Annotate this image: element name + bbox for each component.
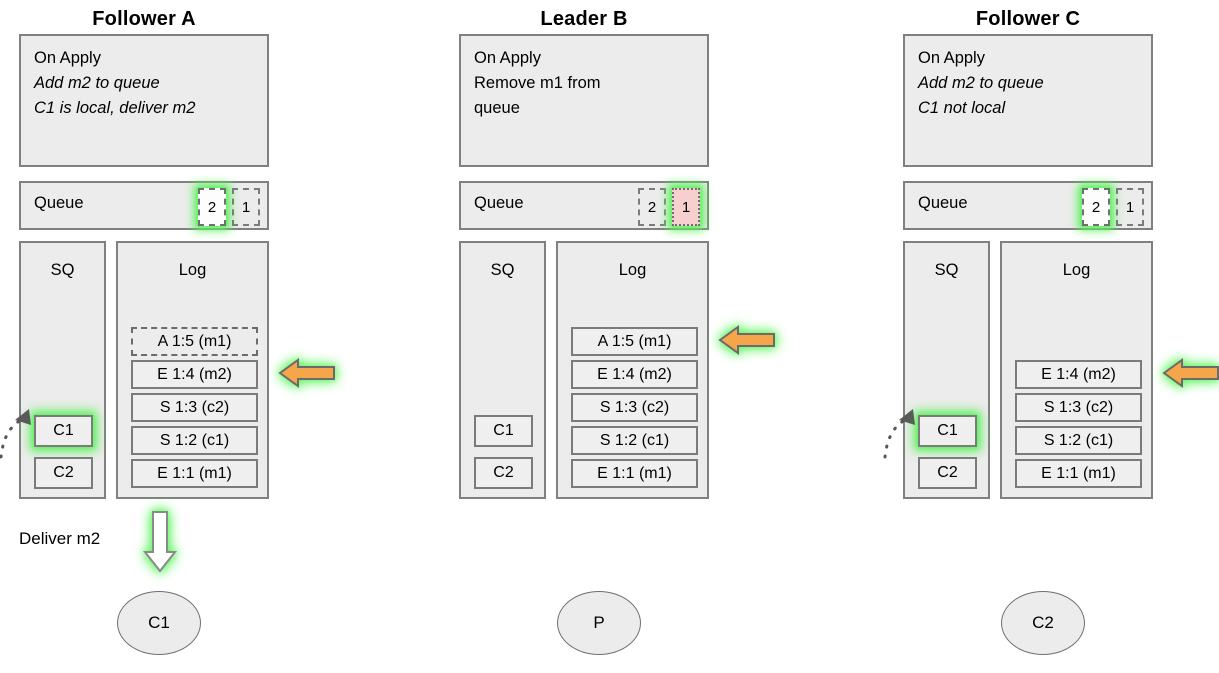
queue-slot[interactable]: 2 xyxy=(198,188,226,226)
down-arrow-green-glow-icon xyxy=(142,510,178,574)
log-entry[interactable]: S 1:3 (c2) xyxy=(571,393,698,422)
sq-item[interactable]: C1 xyxy=(918,415,977,447)
on-apply-line: C1 not local xyxy=(918,99,1006,117)
queue-slot[interactable]: 1 xyxy=(672,188,700,226)
client-node[interactable]: C1 xyxy=(117,591,201,655)
on-apply-line: On Apply xyxy=(34,49,101,67)
log-title: Log xyxy=(178,261,207,279)
log-entry[interactable]: S 1:2 (c1) xyxy=(571,426,698,455)
log-entry[interactable]: E 1:4 (m2) xyxy=(571,360,698,389)
queue-slot[interactable]: 2 xyxy=(1082,188,1110,226)
log-title: Log xyxy=(1062,261,1091,279)
client-node[interactable]: P xyxy=(557,591,641,655)
log-entry[interactable]: E 1:4 (m2) xyxy=(131,360,258,389)
log-entry[interactable]: E 1:1 (m1) xyxy=(571,459,698,488)
column-title: Leader B xyxy=(540,8,628,30)
log-entry[interactable]: S 1:2 (c1) xyxy=(131,426,258,455)
deliver-label: Deliver m2 xyxy=(19,529,101,548)
log-entry[interactable]: S 1:2 (c1) xyxy=(1015,426,1142,455)
column-title: Follower A xyxy=(92,8,196,30)
sq-item[interactable]: C2 xyxy=(474,457,533,489)
on-apply-line: Remove m1 from xyxy=(474,74,601,92)
dotted-pointer-icon xyxy=(0,399,45,461)
on-apply-line: queue xyxy=(474,99,520,117)
sq-item[interactable]: C2 xyxy=(34,457,93,489)
on-apply-line: C1 is local, deliver m2 xyxy=(34,99,196,117)
orange-left-arrow-icon xyxy=(277,356,337,390)
log-entry[interactable]: E 1:1 (m1) xyxy=(131,459,258,488)
sq-item[interactable]: C2 xyxy=(918,457,977,489)
client-node[interactable]: C2 xyxy=(1001,591,1085,655)
sq-item[interactable]: C1 xyxy=(474,415,533,447)
log-entry[interactable]: S 1:3 (c2) xyxy=(131,393,258,422)
orange-left-arrow-icon xyxy=(717,323,777,357)
sq-item[interactable]: C1 xyxy=(34,415,93,447)
queue-label: Queue xyxy=(918,194,968,212)
on-apply-line: Add m2 to queue xyxy=(918,74,1044,92)
on-apply-line: On Apply xyxy=(474,49,541,67)
on-apply-line: Add m2 to queue xyxy=(34,74,160,92)
queue-slot[interactable]: 2 xyxy=(638,188,666,226)
on-apply-line: On Apply xyxy=(918,49,985,67)
log-entry[interactable]: S 1:3 (c2) xyxy=(1015,393,1142,422)
log-panel: Log E 1:4 (m2) S 1:3 (c2) S 1:2 (c1) E 1:1 (… xyxy=(1000,241,1153,499)
queue-label: Queue xyxy=(474,194,524,212)
log-entry[interactable]: A 1:5 (m1) xyxy=(571,327,698,356)
queue-slot[interactable]: 1 xyxy=(1116,188,1144,226)
column-title: Follower C xyxy=(975,8,1081,30)
log-entry[interactable]: E 1:4 (m2) xyxy=(1015,360,1142,389)
sq-title: SQ xyxy=(934,261,959,279)
sq-title: SQ xyxy=(50,261,75,279)
queue-slot[interactable]: 1 xyxy=(232,188,260,226)
dotted-pointer-icon xyxy=(879,399,929,461)
orange-left-arrow-icon xyxy=(1161,356,1219,390)
log-entry[interactable]: E 1:1 (m1) xyxy=(1015,459,1142,488)
log-panel: Log A 1:5 (m1) E 1:4 (m2) S 1:3 (c2) S 1:2 (… xyxy=(116,241,269,499)
log-title: Log xyxy=(618,261,647,279)
sq-title: SQ xyxy=(490,261,515,279)
queue-label: Queue xyxy=(34,194,84,212)
log-panel: Log A 1:5 (m1) E 1:4 (m2) S 1:3 (c2) S 1:2 (… xyxy=(556,241,709,499)
log-entry[interactable]: A 1:5 (m1) xyxy=(131,327,258,356)
